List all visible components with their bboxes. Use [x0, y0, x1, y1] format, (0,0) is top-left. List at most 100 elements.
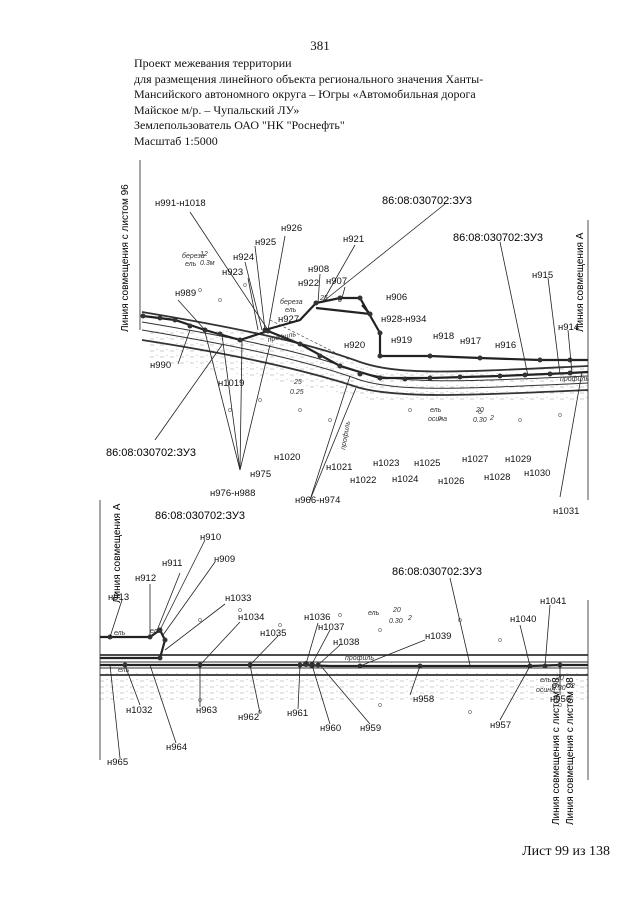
parcel-label: 86:08:030702:ЗУ3 — [392, 566, 482, 578]
vertex-markers — [140, 295, 573, 382]
map-fragment-1: Линия совмещения с листом 96 Линия совме… — [106, 160, 589, 517]
point-label: н1025 — [414, 458, 440, 469]
vegetation-symbols — [198, 283, 562, 422]
point-label: н927 — [278, 314, 299, 325]
point-label: н918 — [433, 331, 454, 342]
point-label: н1027 — [462, 454, 488, 465]
hatched-area — [100, 670, 588, 700]
point-label: н907 — [326, 276, 347, 287]
match-line-label: Линия совмещения с листом 96 — [120, 184, 131, 332]
point-label: н1030 — [524, 468, 550, 479]
point-label: н908 — [308, 264, 329, 275]
point-label: н966-н974 — [295, 495, 340, 506]
tree-annotation: 20 — [392, 607, 401, 614]
tree-annotation: 0.3м — [200, 260, 215, 267]
point-label: н917 — [460, 336, 481, 347]
point-label: н919 — [391, 335, 412, 346]
boundary-line — [100, 628, 588, 668]
parcel-label: 86:08:030702:ЗУ3 — [382, 195, 472, 207]
point-label: н928-н934 — [381, 314, 426, 325]
match-line-label: Линия совмещения с листом 98 — [565, 677, 576, 825]
point-label: н1041 — [540, 596, 566, 607]
point-label: н1035 — [260, 628, 286, 639]
tree-annotation: 25 — [293, 379, 302, 386]
tree-annotation: 8 — [338, 297, 342, 304]
point-label: н962 — [238, 712, 259, 723]
point-label: н1039 — [425, 631, 451, 642]
point-label: н923 — [222, 267, 243, 278]
header-line: Масштаб 1:5000 — [134, 133, 218, 148]
hatched-area — [150, 330, 588, 402]
tree-annotation: осина — [428, 416, 447, 423]
point-label: н1026 — [438, 476, 464, 487]
point-label: н1021 — [326, 462, 352, 473]
point-label: н964 — [166, 742, 187, 753]
tree-annotation: 0.30 — [473, 417, 487, 424]
match-line-label: Линия совмещения А — [575, 232, 586, 332]
match-line-label: Линия совмещения А — [112, 503, 123, 603]
point-label: н1024 — [392, 474, 418, 485]
tree-annotation: 2 — [570, 683, 575, 690]
header-line: Землепользователь ОАО "НК "Роснефть" — [134, 118, 345, 132]
parcel-label: 86:08:030702:ЗУ3 — [453, 232, 543, 244]
point-label: н906 — [386, 292, 407, 303]
point-label: н958 — [413, 694, 434, 705]
tree-annotation: ель — [114, 630, 126, 637]
point-label: н911 — [162, 558, 182, 569]
point-label: н913 — [108, 592, 129, 603]
point-label: н990 — [150, 360, 171, 371]
point-label: н924 — [233, 252, 254, 263]
leader-lines — [154, 203, 583, 501]
point-label: н1019 — [218, 378, 244, 389]
point-label: н960 — [320, 723, 341, 734]
tree-annotation: ель — [540, 677, 552, 684]
header-line: Мансийского автономного округа – Югры «А… — [134, 87, 476, 101]
tree-annotation: береза — [280, 298, 303, 306]
point-label: н976-н988 — [210, 488, 255, 499]
tree-annotation: 2 — [407, 615, 412, 622]
leader-lines — [109, 539, 561, 759]
document-header: Проект межевания территории для размещен… — [134, 56, 483, 149]
tree-annotation: 20 — [475, 407, 484, 414]
tree-annotation: 2 — [489, 415, 494, 422]
point-label: н1037 — [318, 622, 344, 633]
map-fragment-2: Линия совмещения А Линия совмещения с ли… — [99, 500, 589, 825]
point-label: н989 — [175, 288, 196, 299]
point-label: н1031 — [553, 506, 579, 517]
header-line: Проект межевания территории — [134, 56, 292, 70]
point-label: н925 — [255, 237, 276, 248]
point-label: н956 — [550, 694, 571, 705]
point-label: н916 — [495, 340, 516, 351]
point-label: н963 — [196, 705, 217, 716]
profile-label: профиль — [340, 420, 352, 450]
point-label: н915 — [532, 270, 553, 281]
point-label: н1033 — [225, 593, 251, 604]
tree-annotation: ель — [430, 407, 442, 414]
header-line: для размещения линейного объекта региона… — [134, 71, 484, 86]
point-label: н1028 — [484, 472, 510, 483]
point-label: н1020 — [274, 452, 300, 463]
parcel-label: 86:08:030702:ЗУ3 — [155, 510, 245, 522]
tree-annotation: 0.25 — [290, 389, 304, 396]
sheet-number: Лист 99 из 138 — [522, 844, 610, 859]
tree-annotation: 0.30 — [552, 685, 566, 692]
point-label: н1023 — [373, 458, 399, 469]
road-band — [100, 654, 588, 676]
match-line-label: Линия совмещения с листом 98 — [551, 677, 562, 825]
point-label: н920 — [344, 340, 365, 351]
point-label: н909 — [214, 554, 235, 565]
point-label: н1038 — [333, 637, 359, 648]
point-label: н957 — [490, 720, 511, 731]
profile-label: профиль — [560, 376, 589, 383]
tree-annotation: 12 — [200, 251, 208, 258]
point-label: н926 — [281, 223, 302, 234]
point-label: н1034 — [238, 612, 264, 623]
point-label: н1029 — [505, 454, 531, 465]
tree-annotation: ель — [368, 610, 380, 617]
point-label: н912 — [135, 573, 156, 584]
point-label: н910 — [200, 532, 221, 543]
point-label: н1032 — [126, 705, 152, 716]
point-label: н1040 — [510, 614, 536, 625]
parcel-label: 86:08:030702:ЗУ3 — [106, 447, 196, 459]
